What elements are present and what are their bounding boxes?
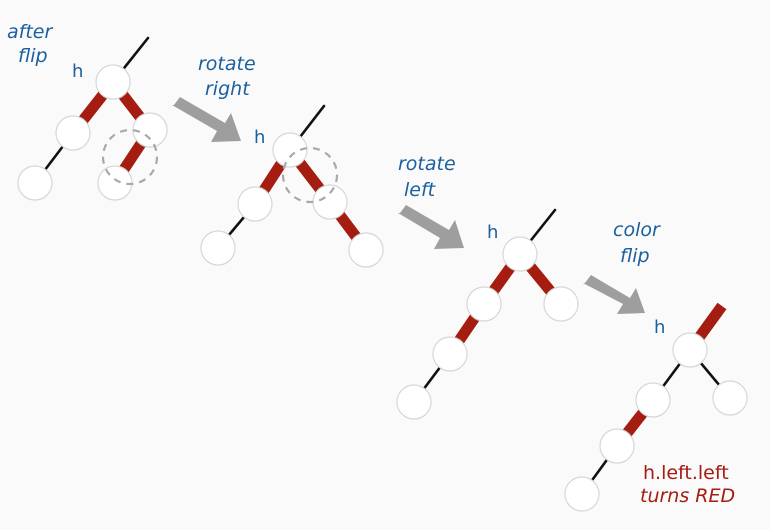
tree-node — [132, 112, 168, 148]
annotation-line1: h.left.left — [643, 462, 729, 484]
annotation-line2: turns RED — [640, 485, 735, 507]
tree-node — [599, 428, 635, 464]
highlight-circle — [281, 146, 339, 204]
tree-after-flip: h after flip — [7, 21, 168, 201]
tree-node — [200, 230, 236, 266]
tree-node — [502, 236, 538, 272]
step-label-line1: rotate — [398, 153, 456, 175]
tree-node — [396, 384, 432, 420]
tree-node — [672, 332, 708, 368]
arrow-icon — [398, 205, 464, 249]
tree-node — [712, 380, 748, 416]
tree-node — [17, 165, 53, 201]
arrow-icon — [583, 275, 645, 314]
tree-node — [312, 184, 348, 220]
tree-color-flip: color flip h — [564, 219, 748, 512]
step-label-line1: after — [7, 21, 53, 43]
step-label-line2: flip — [620, 245, 650, 267]
node-label-h: h — [254, 127, 265, 148]
tree-node — [432, 336, 468, 372]
tree-node — [543, 286, 579, 322]
node-label-h: h — [654, 317, 665, 338]
step-label-line1: rotate — [198, 53, 256, 75]
tree-node — [466, 286, 502, 322]
node-label-h: h — [72, 61, 83, 82]
tree-node — [635, 382, 671, 418]
node-label-h: h — [487, 222, 498, 243]
step-label-line2: left — [404, 179, 437, 201]
step-label-line2: right — [205, 78, 251, 100]
step-label-line2: flip — [18, 45, 48, 67]
tree-node — [95, 64, 131, 100]
tree-rotate-right: rotate right h — [198, 53, 384, 268]
tree-rotate-left: rotate left h — [396, 153, 579, 420]
highlight-circle — [101, 128, 159, 186]
tree-node — [348, 232, 384, 268]
tree-node — [55, 115, 91, 151]
arrow-icon — [172, 97, 241, 142]
tree-node — [272, 132, 308, 168]
tree-node — [237, 186, 273, 222]
tree-node — [564, 476, 600, 512]
step-label-line1: color — [613, 219, 661, 241]
